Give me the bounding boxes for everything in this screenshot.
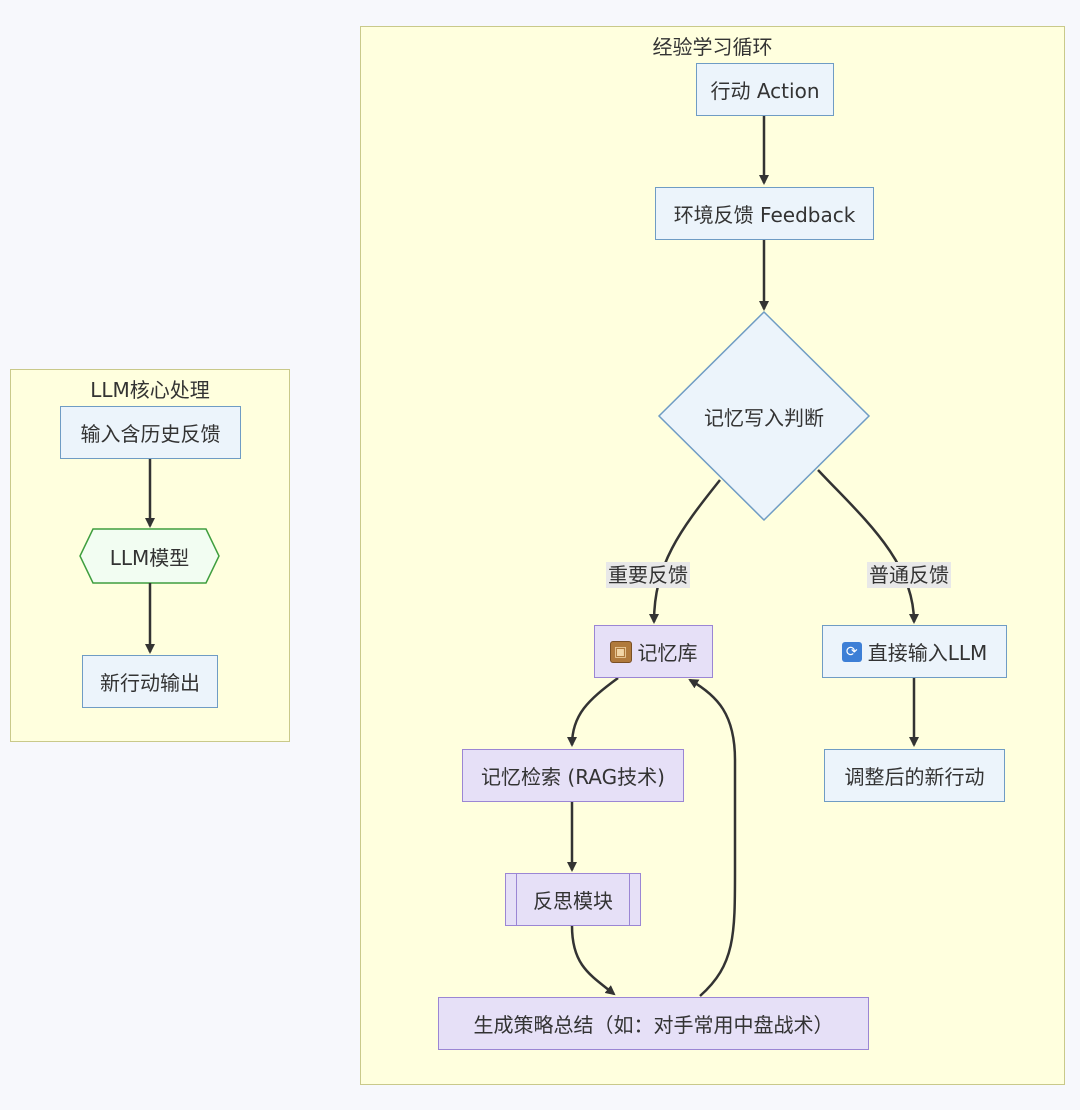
node-output-label: 新行动输出 xyxy=(100,671,200,695)
node-llm-model-label: LLM模型 xyxy=(109,545,190,570)
sync-arrows-icon: ⟳ xyxy=(841,641,862,662)
node-memory-retrieval: 记忆检索 (RAG技术) xyxy=(462,749,684,802)
node-retrieve-label: 记忆检索 (RAG技术) xyxy=(481,765,665,789)
learning-loop-title: 经验学习循环 xyxy=(652,35,773,59)
node-adjusted-action: 调整后的新行动 xyxy=(824,749,1005,802)
node-direct-label: 直接输入LLM xyxy=(867,641,988,665)
node-reflect-label: 反思模块 xyxy=(533,889,613,913)
llm-model-hexagon xyxy=(79,528,220,584)
node-summary-label: 生成策略总结（如：对手常用中盘战术） xyxy=(473,1013,834,1037)
llm-core-title: LLM核心处理 xyxy=(90,378,210,402)
edge-label-important: 重要反馈 xyxy=(606,562,690,588)
node-decision-label: 记忆写入判断 xyxy=(704,405,824,430)
subroutine-left-bar xyxy=(516,874,517,925)
subroutine-right-bar xyxy=(629,874,630,925)
node-feedback: 环境反馈 Feedback xyxy=(655,187,874,240)
decision-diamond xyxy=(657,310,871,522)
node-input-with-feedback: 输入含历史反馈 xyxy=(60,406,241,459)
node-action-label: 行动 Action xyxy=(710,79,820,103)
node-memory-label: 记忆库 xyxy=(637,641,698,665)
node-strategy-summary: 生成策略总结（如：对手常用中盘战术） xyxy=(438,997,869,1050)
node-action: 行动 Action xyxy=(696,63,834,116)
package-icon: ▣ xyxy=(609,640,632,663)
node-feedback-label: 环境反馈 Feedback xyxy=(673,203,856,227)
node-direct-input-llm: ⟳ 直接输入LLM xyxy=(822,625,1007,678)
edge-reflect-to-summary xyxy=(570,925,616,996)
node-decision: 记忆写入判断 xyxy=(659,390,869,442)
edge-memory-to-retrieve xyxy=(567,676,619,747)
edge-label-normal: 普通反馈 xyxy=(867,562,951,588)
node-adjusted-label: 调整后的新行动 xyxy=(844,765,985,789)
node-new-action-output: 新行动输出 xyxy=(82,655,218,708)
node-reflection-module: 反思模块 xyxy=(505,873,641,926)
node-llm-model: LLM模型 xyxy=(80,529,219,583)
edge-summary-to-memory xyxy=(688,678,737,997)
edge-decision-to-direct xyxy=(817,469,919,624)
node-input-label: 输入含历史反馈 xyxy=(80,422,221,446)
node-memory-bank: ▣ 记忆库 xyxy=(594,625,713,678)
edge-decision-to-memory xyxy=(649,479,721,624)
